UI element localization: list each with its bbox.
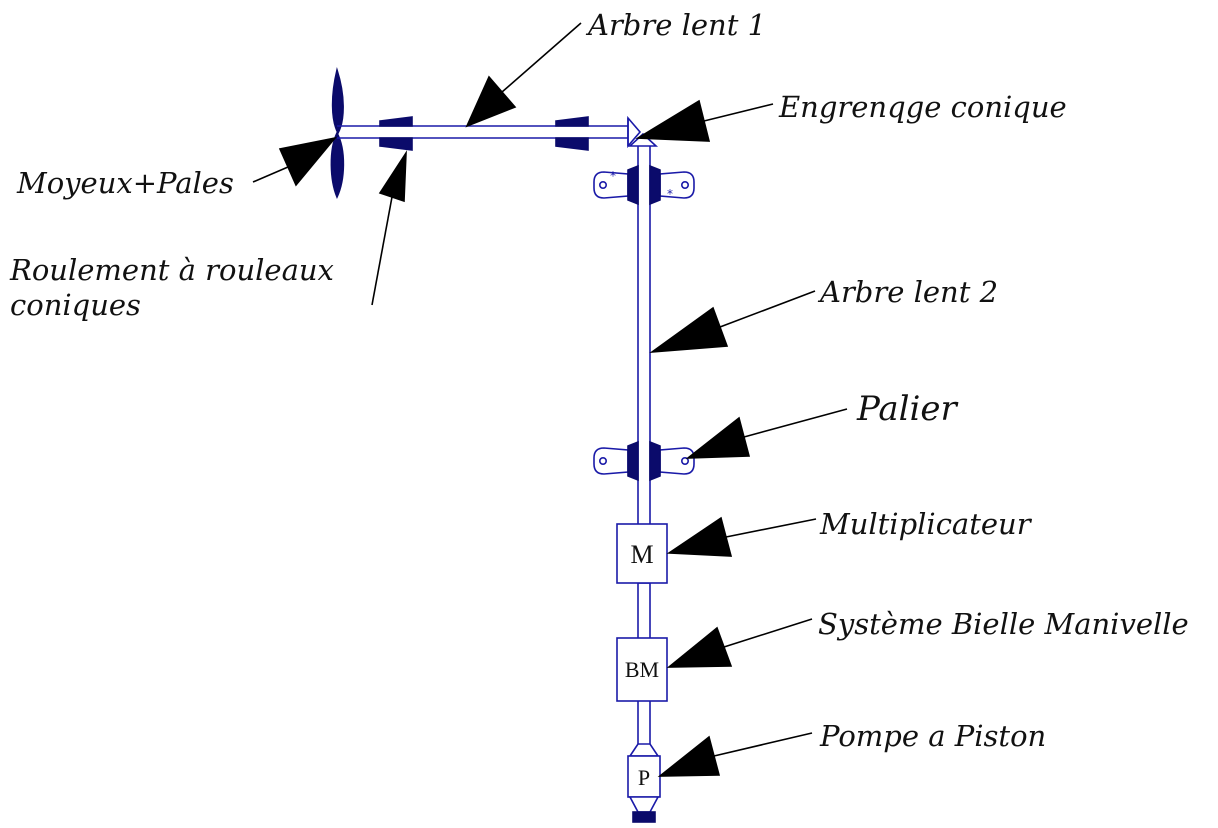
label-engrenage-conique: Engrenqge conique [778,90,1067,124]
bevel-gear [627,115,659,149]
mechanism: * * [330,67,695,823]
propeller-blades [330,67,345,199]
label-multiplicateur: Multiplicateur [819,507,1033,541]
label-bielle-manivelle: Système Bielle Manivelle [818,607,1189,641]
arrow-multiplicateur [666,516,817,557]
arrow-palier [685,408,848,459]
palier-upper: * * [593,164,695,206]
arrow-roulement [371,150,407,306]
horizontal-shaft [337,125,628,139]
palier-lower [593,440,695,482]
svg-text:*: * [610,169,616,183]
label-arbre-lent-2: Arbre lent 2 [817,275,998,309]
arrow-bielle-manivelle [666,618,813,668]
label-pompe-piston: Pompe a Piston [819,719,1046,753]
label-roulement-line1: Roulement à rouleaux [9,253,334,287]
arrow-engrenage-conique [635,99,774,142]
roller-bearing-right [555,116,589,151]
piston-pump [627,743,661,823]
bielle-manivelle-box-label: BM [625,657,659,682]
pompe-box-label: P [638,765,650,790]
label-palier: Palier [856,389,958,429]
arrow-moyeux-pales [252,136,338,187]
svg-text:*: * [667,187,673,201]
arrow-arbre-lent-2 [649,290,816,354]
label-roulement-line2: coniques [10,288,141,322]
bielle-manivelle-box [616,637,668,702]
multiplicateur-box-label: M [630,540,653,569]
leader-arrows [252,22,848,777]
roller-bearing-left [379,116,413,151]
arrow-pompe-piston [657,732,813,777]
label-moyeux-pales: Moyeux+Pales [16,166,234,200]
arrow-arbre-lent-1 [465,22,582,128]
label-arbre-lent-1: Arbre lent 1 [585,8,766,42]
